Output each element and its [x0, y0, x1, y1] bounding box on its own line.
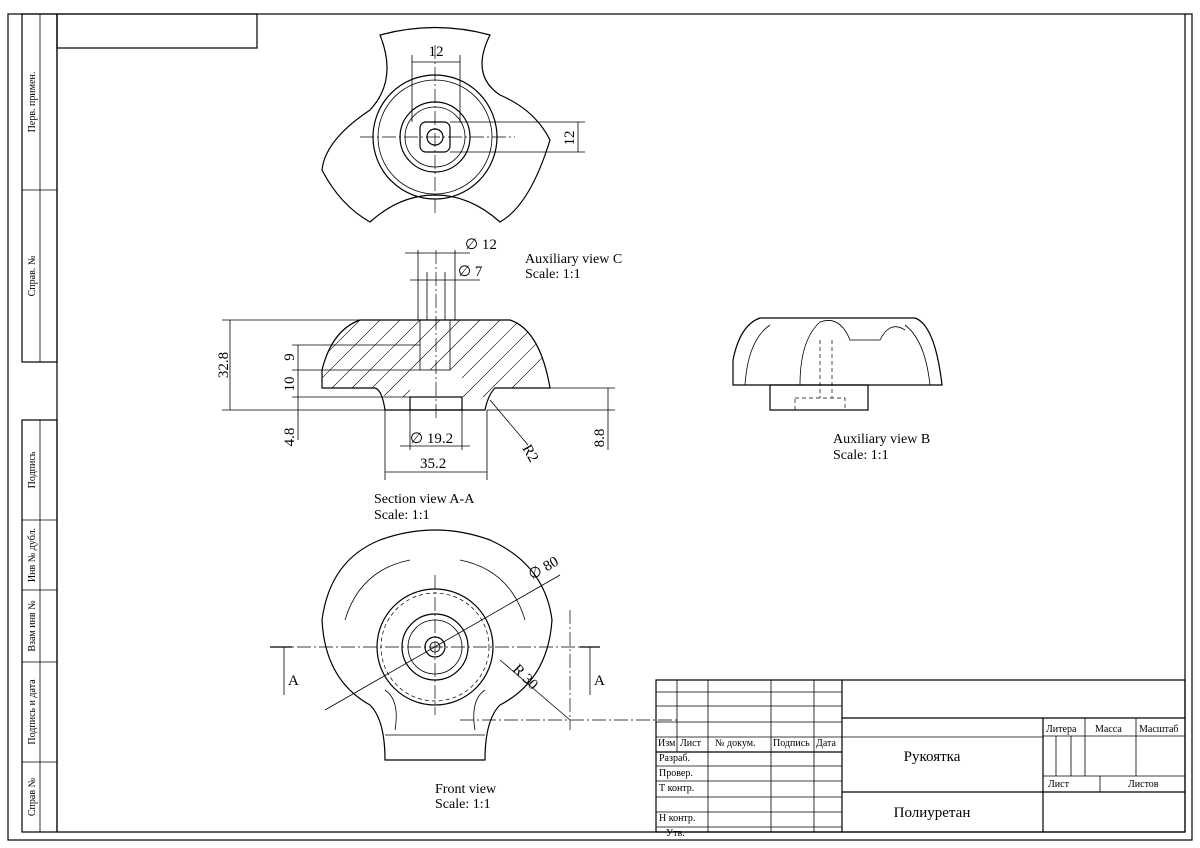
dim-label: 12	[562, 131, 578, 146]
material: Полиуретан	[894, 805, 971, 821]
dim-label: ∅ 7	[458, 264, 483, 280]
dim-label: 4.8	[282, 428, 298, 447]
header-cell: Подпись	[773, 738, 810, 749]
dim-label: 12	[429, 44, 444, 60]
dim-label: 9	[282, 353, 298, 361]
view-scale: Scale: 1:1	[525, 267, 581, 282]
auxiliary-view-b	[732, 317, 943, 411]
litera-label: Литера	[1046, 724, 1077, 735]
view-title: Section view A-A	[374, 492, 475, 507]
title-block: Изм Лист № докум. Подпись Дата Разраб. П…	[655, 679, 1186, 839]
part-name: Рукоятка	[904, 749, 961, 765]
side-label: Справ №	[27, 778, 38, 816]
view-title: Auxiliary view C	[525, 252, 622, 267]
section-mark: A	[594, 673, 605, 689]
view-scale: Scale: 1:1	[833, 448, 889, 463]
view-scale: Scale: 1:1	[435, 797, 491, 812]
side-label: Взам инв №	[27, 600, 38, 651]
section-mark: A	[288, 673, 299, 689]
side-label: Инв № дубл.	[27, 528, 38, 582]
dim-label: 8.8	[592, 429, 608, 448]
header-cell: № докум.	[715, 738, 756, 749]
sheets-label: Листов	[1128, 779, 1159, 790]
view-scale: Scale: 1:1	[374, 508, 430, 523]
dim-label: R2	[519, 442, 542, 465]
mass-label: Масса	[1095, 724, 1122, 735]
scale-label: Масштаб	[1139, 724, 1179, 735]
hatching	[322, 320, 550, 397]
dim-label: ∅ 80	[526, 554, 562, 584]
header-cell: Дата	[816, 738, 836, 749]
front-view: A A ∅ 80 R 30	[270, 529, 680, 761]
dim-label: 10	[282, 377, 298, 392]
dim-label: 35.2	[420, 456, 446, 472]
role-cell: Т контр.	[659, 783, 694, 794]
sheet-label: Лист	[1048, 779, 1070, 790]
view-title: Front view	[435, 782, 497, 797]
dim-label: 32.8	[216, 352, 232, 378]
side-label: Перв. примен.	[27, 72, 38, 133]
header-cell: Изм	[658, 738, 676, 749]
role-cell: Провер.	[659, 768, 693, 779]
dim-label: R 30	[509, 662, 541, 694]
side-label: Подпись и дата	[27, 679, 38, 745]
side-label: Справ. №	[27, 256, 38, 297]
role-cell: Н контр.	[659, 813, 695, 824]
role-cell: Утв.	[666, 828, 685, 839]
top-view: 12 12	[321, 26, 585, 223]
dim-label: ∅ 12	[465, 237, 497, 253]
section-view: ∅ 12 ∅ 7 32.8 9 10 4.8 ∅ 19.2 35.2 R2 8.…	[216, 237, 615, 480]
role-cell: Разраб.	[659, 753, 690, 764]
dim-label: ∅ 19.2	[410, 431, 453, 447]
header-cell: Лист	[680, 738, 702, 749]
drawing-frame: Перв. примен. Справ. № Подпись Инв № дуб…	[7, 13, 1193, 841]
view-title: Auxiliary view B	[833, 432, 930, 447]
side-label: Подпись	[27, 451, 38, 488]
